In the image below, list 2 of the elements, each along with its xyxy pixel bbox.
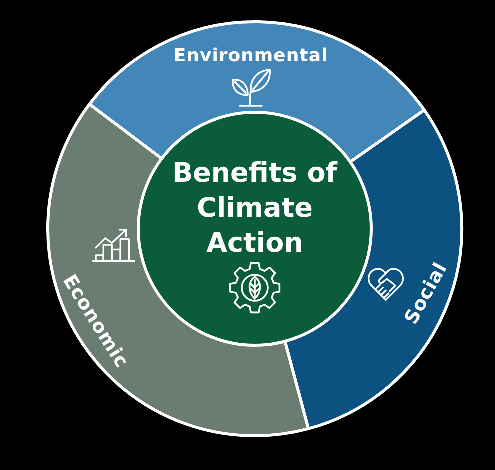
segment-label: Environmental <box>174 46 328 68</box>
center-title: Benefits of Climate Action <box>171 157 339 261</box>
